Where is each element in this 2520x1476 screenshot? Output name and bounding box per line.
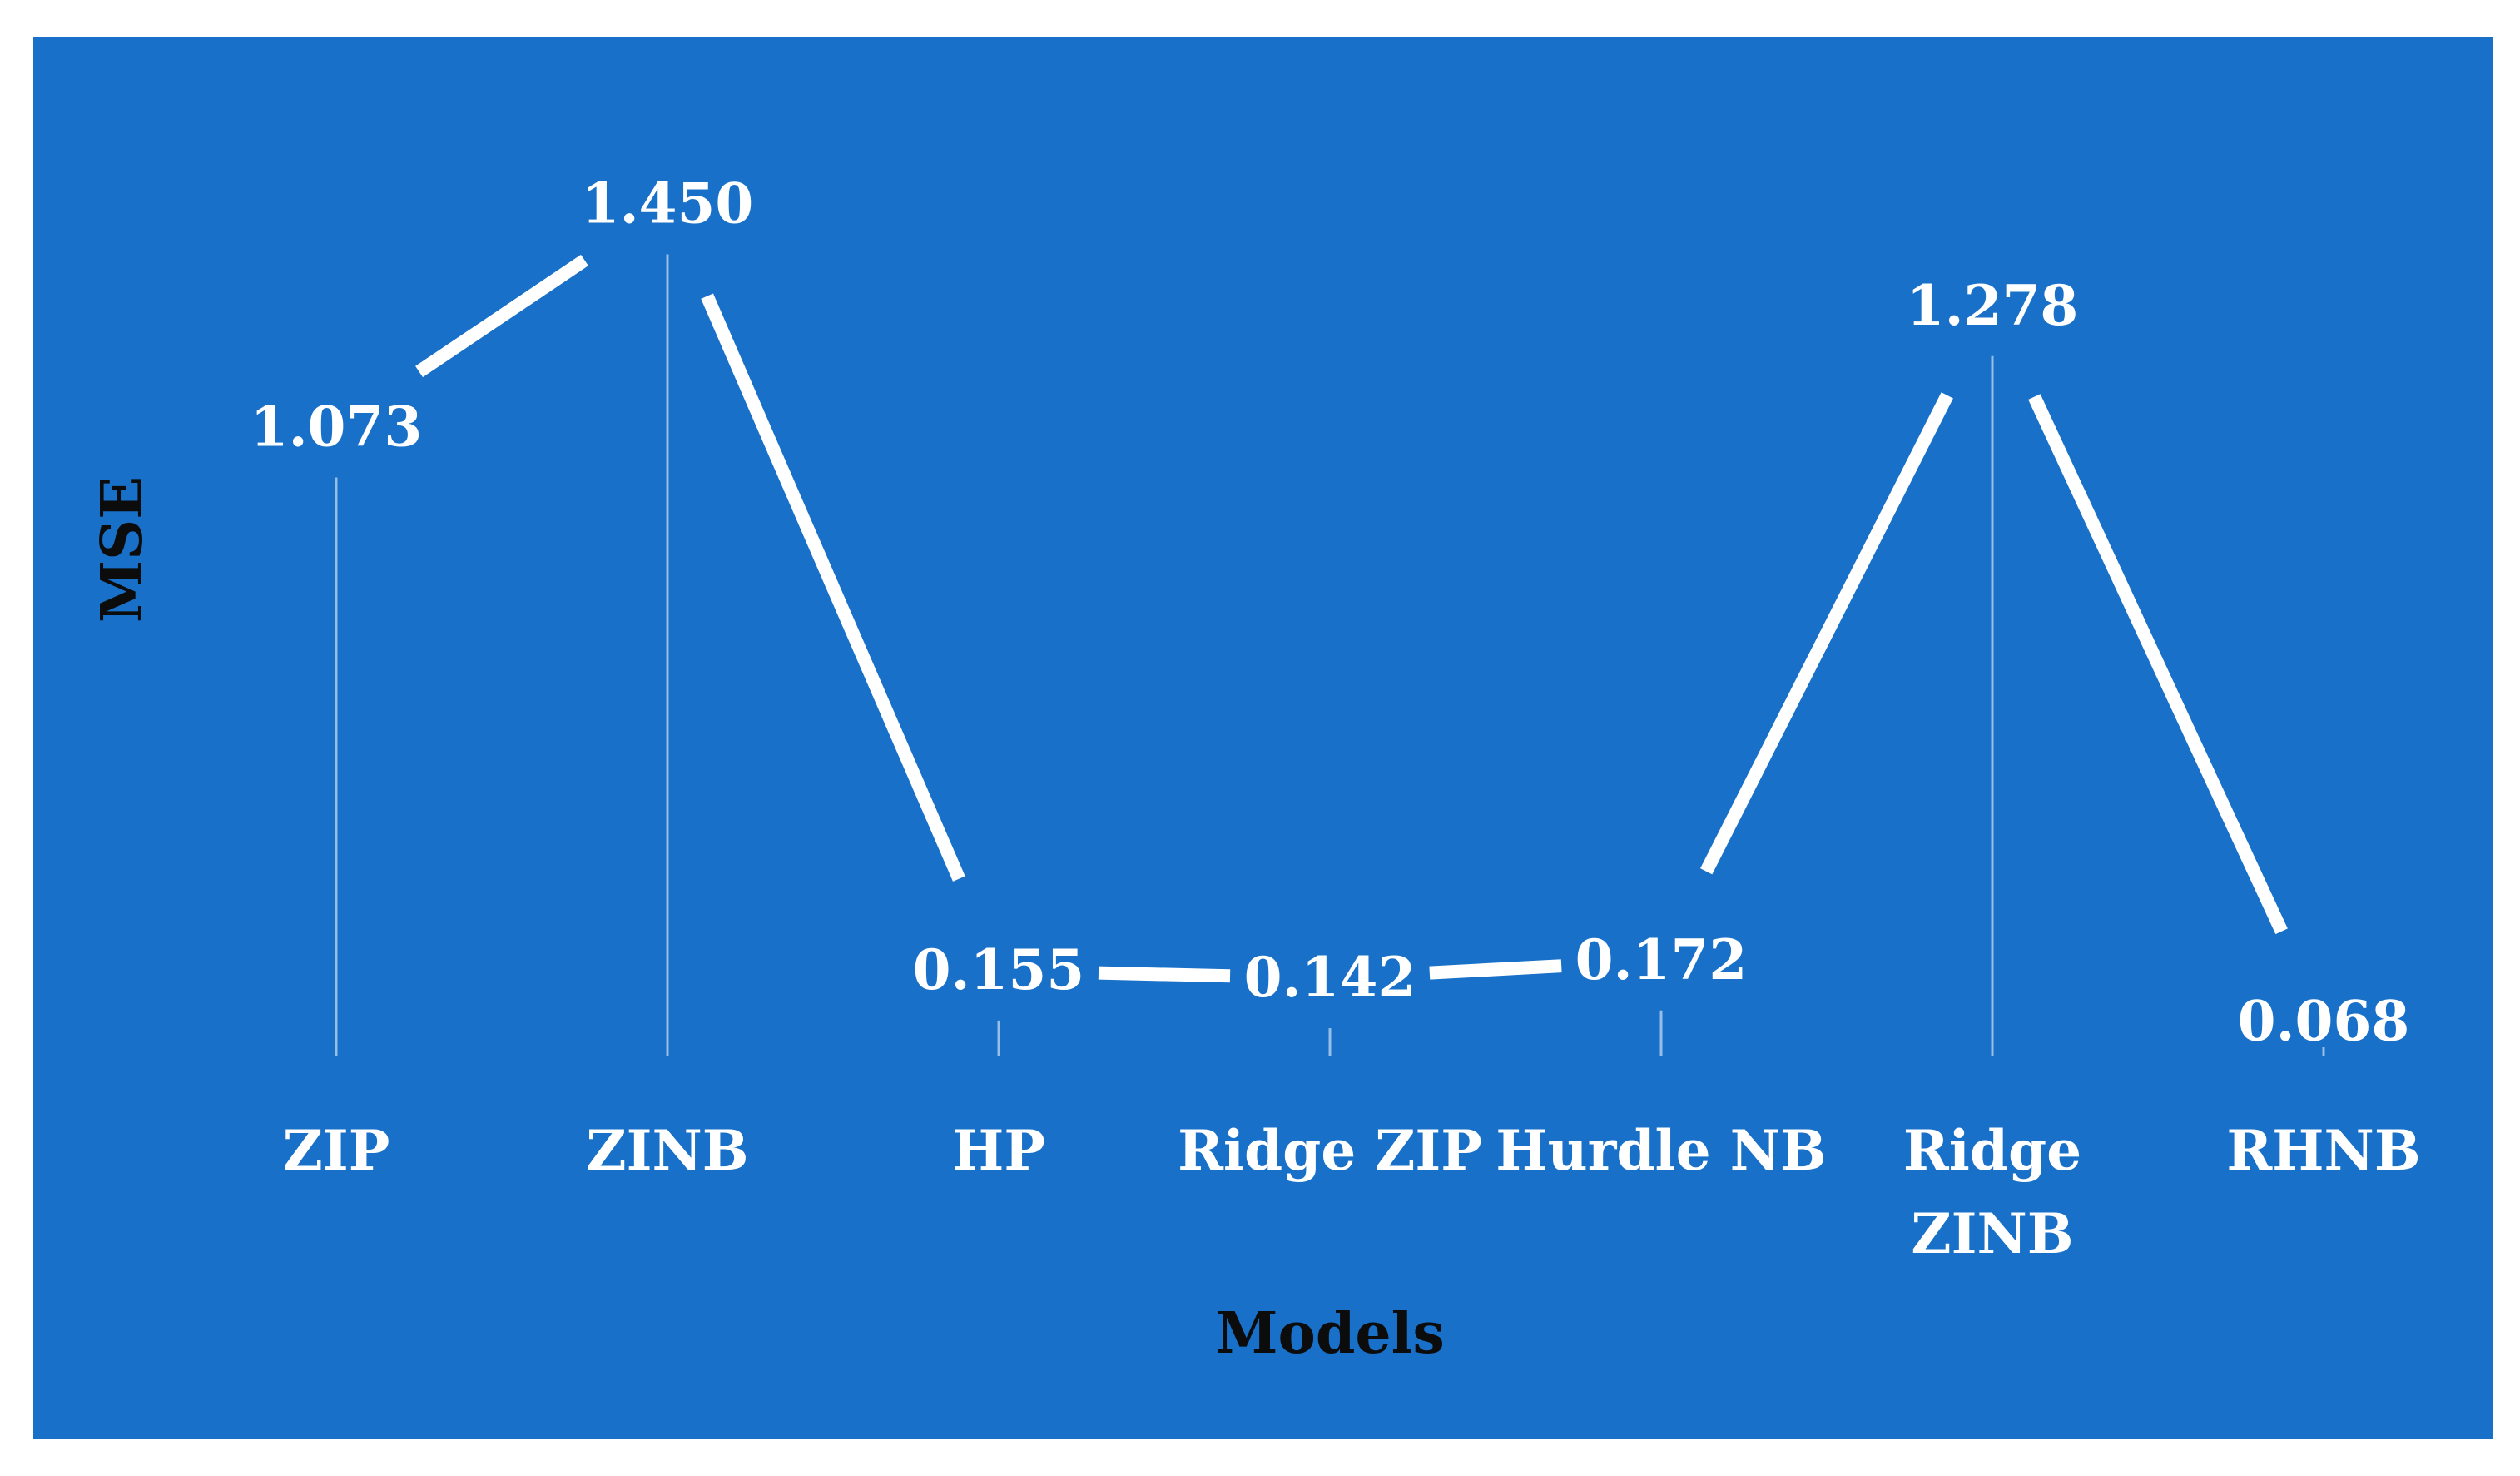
x-tick-label-zip: ZIP (283, 1118, 390, 1183)
x-axis-title: Models (1215, 1300, 1445, 1367)
data-label-hurdle-nb: 0.172 (1575, 927, 1748, 992)
series-line-segment (415, 254, 588, 378)
series-line-segment (2028, 394, 2288, 935)
x-tick-label-rhnb: RHNB (2226, 1118, 2420, 1183)
series-line-group (415, 254, 2288, 983)
x-tick-label-hp: HP (952, 1118, 1045, 1183)
x-tick-label-hurdle-nb: Hurdle NB (1496, 1118, 1826, 1183)
data-label-zinb: 1.450 (582, 171, 754, 236)
drop-lines (335, 254, 2325, 1056)
data-label-hp: 0.155 (913, 937, 1085, 1002)
series-line-segment (701, 293, 965, 882)
data-label-rhnb: 0.068 (2238, 989, 2410, 1054)
x-tick-label-zinb: ZINB (586, 1118, 748, 1183)
data-label-ridge-zinb: 1.278 (1907, 273, 2079, 338)
data-labels: 1.073 1.450 0.155 0.142 0.172 1.278 0.068 (251, 171, 2410, 1054)
chart-background (33, 37, 2493, 1439)
x-tick-label-ridge-zip: Ridge ZIP (1178, 1118, 1482, 1183)
data-label-ridge-zip: 0.142 (1244, 945, 1416, 1010)
series-line-segment (1700, 392, 1953, 875)
series-line-segment (1429, 959, 1562, 980)
data-label-zip: 1.073 (251, 394, 423, 459)
series-line-segment (1098, 966, 1231, 983)
y-axis-title: MSE (89, 476, 156, 623)
